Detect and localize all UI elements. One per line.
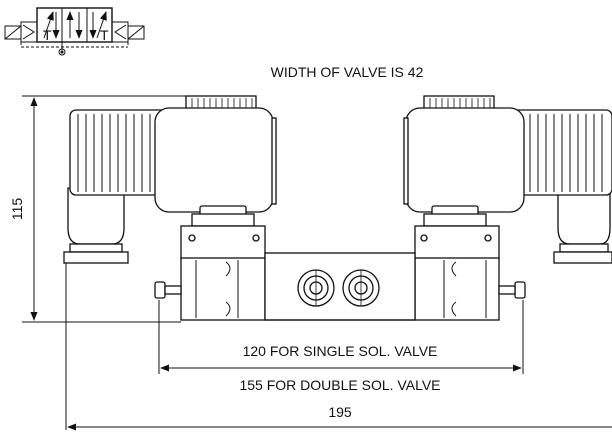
left-solenoid [63,95,277,264]
left-connector-body [67,187,125,245]
symbol-label-t-left: T [43,27,52,43]
right-coil-body [405,107,525,213]
left-connector-nut [63,251,129,264]
left-coil-body [154,107,274,213]
right-connector-body [557,187,611,245]
symbol-label-t-right: T [100,27,109,43]
valve-main-body [264,252,416,321]
right-solenoid [403,95,612,264]
left-end-cap-top [180,225,266,261]
left-manual-override [154,281,166,299]
right-connector-nut [553,251,612,264]
right-manual-override [514,281,526,299]
valve-schematic-symbol [4,7,145,56]
overall-dimension-label: 195 [328,404,352,420]
dimension-lines [22,95,612,431]
valve-body [154,225,526,321]
right-end-cap-top [414,225,500,261]
height-dimension-label: 115 [9,198,25,221]
left-end-cap [180,257,266,321]
double-sol-dimension-label: 155 FOR DOUBLE SOL. VALVE [239,377,440,393]
right-solenoid-box [127,25,145,40]
single-sol-dimension-label: 120 FOR SINGLE SOL. VALVE [243,343,438,359]
width-note: WIDTH OF VALVE IS 42 [271,64,424,80]
